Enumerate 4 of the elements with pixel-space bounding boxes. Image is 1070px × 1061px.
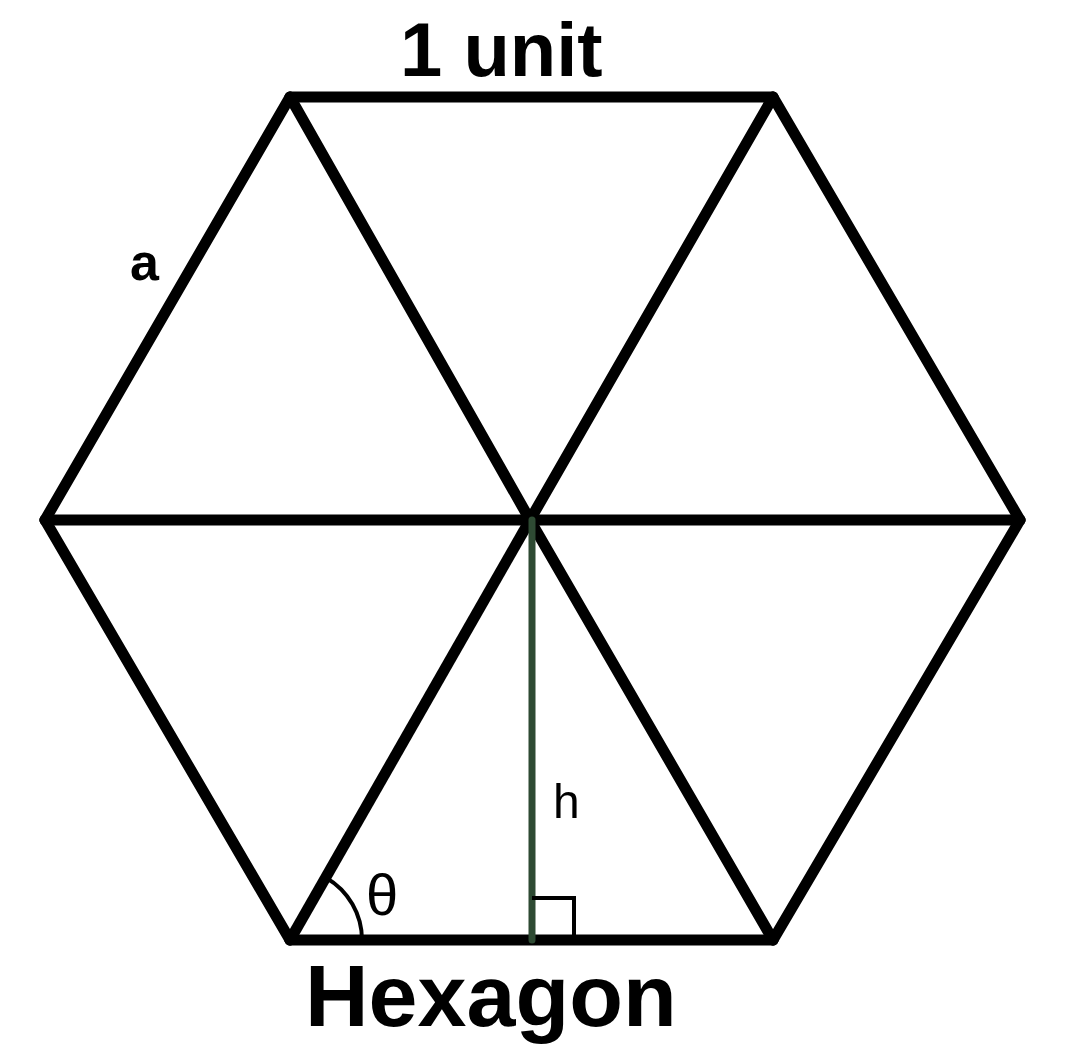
angle-label: θ bbox=[366, 866, 399, 924]
dimension-label: 1 unit bbox=[400, 12, 603, 88]
side-label: a bbox=[130, 236, 159, 288]
height-label: h bbox=[553, 778, 580, 826]
